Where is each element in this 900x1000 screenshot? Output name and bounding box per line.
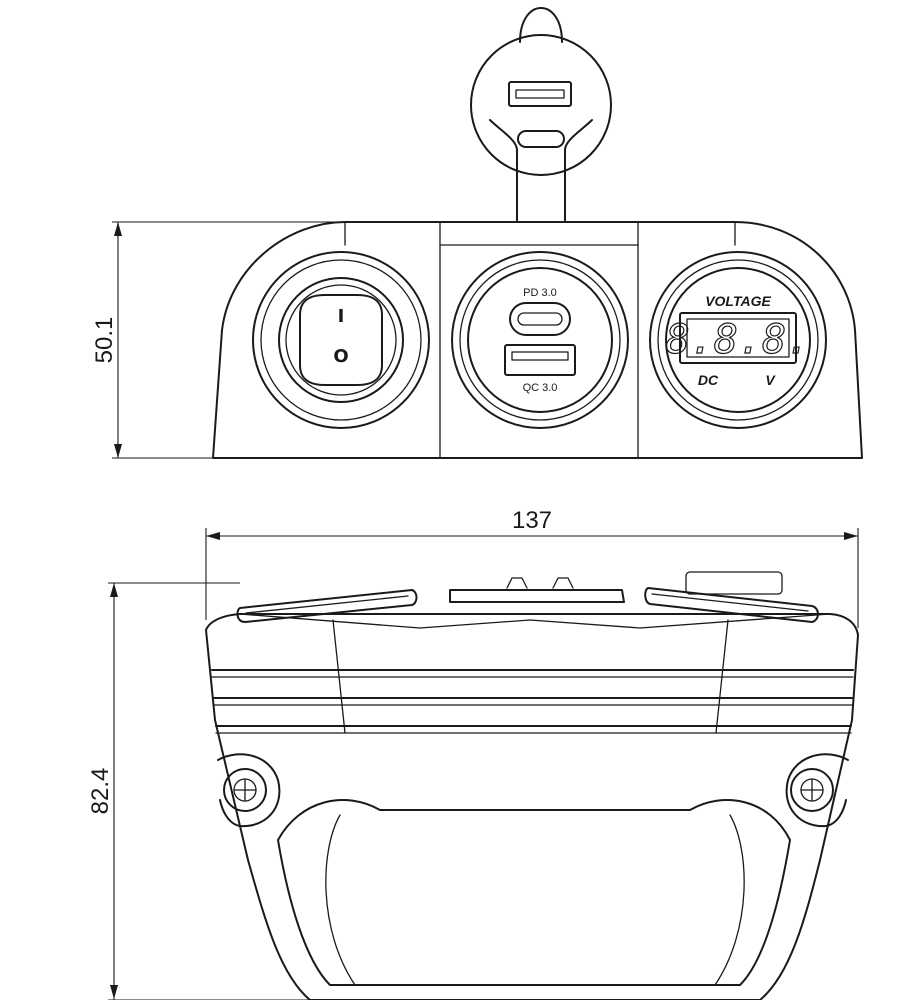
pd-label: PD 3.0 bbox=[523, 287, 557, 299]
dim-50-1: 50.1 bbox=[91, 317, 118, 364]
voltage-display bbox=[679, 312, 797, 364]
bottom-height-dimension: 82.4 bbox=[87, 582, 310, 1000]
front-height-dimension: 50.1 bbox=[91, 221, 345, 459]
bottom-view: 137 82.4 bbox=[87, 507, 859, 1000]
usb-charger-module: PD 3.0 QC 3.0 bbox=[451, 251, 629, 429]
front-view: I O PD 3.0 QC 3.0 VOLTAGE 8.8.8. DC V bbox=[91, 7, 863, 459]
usb-c-port bbox=[509, 302, 571, 336]
v-label: V bbox=[765, 372, 776, 388]
dim-137: 137 bbox=[512, 507, 552, 534]
voltage-readout: 8.8.8. bbox=[666, 317, 811, 363]
dc-label: DC bbox=[698, 372, 719, 388]
usb-a-port bbox=[504, 344, 576, 376]
rocker-switch: I O bbox=[252, 251, 430, 429]
voltage-title: VOLTAGE bbox=[705, 293, 771, 309]
switch-off-mark: O bbox=[333, 346, 348, 367]
qc-label: QC 3.0 bbox=[523, 382, 558, 394]
usb-dust-cap bbox=[470, 7, 612, 223]
switch-on-mark: I bbox=[338, 306, 345, 327]
right-screw-boss bbox=[785, 753, 849, 828]
voltmeter: VOLTAGE 8.8.8. DC V bbox=[649, 251, 827, 429]
dim-82-4: 82.4 bbox=[87, 768, 114, 815]
bottom-width-dimension: 137 bbox=[205, 507, 859, 628]
left-screw-boss bbox=[217, 753, 281, 828]
